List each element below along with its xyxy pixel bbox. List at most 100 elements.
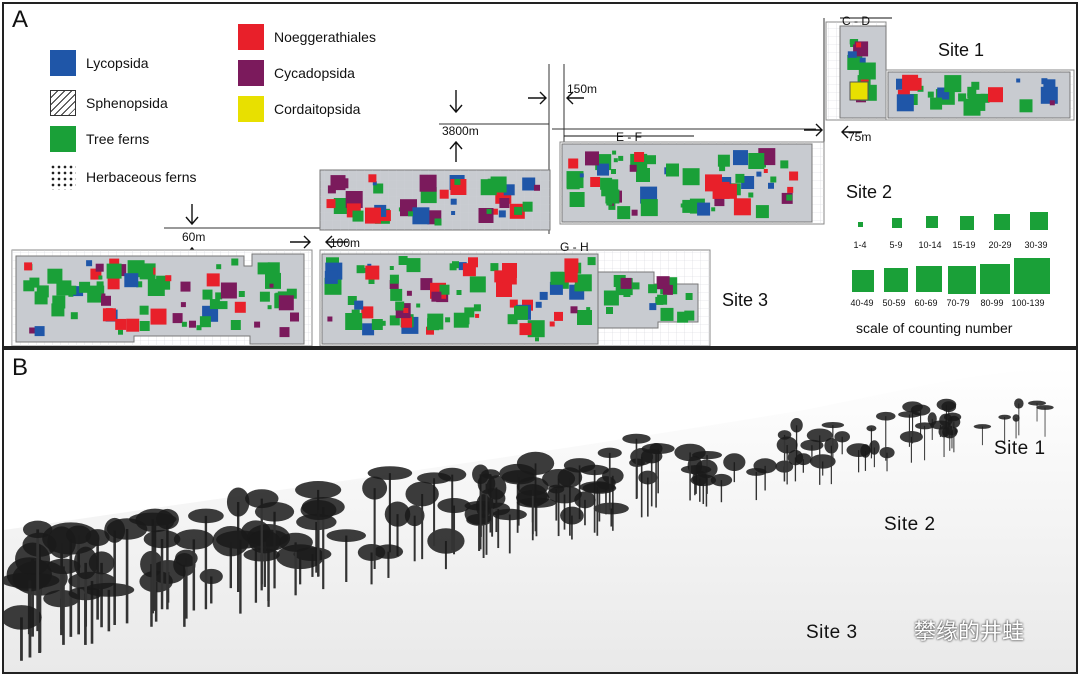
plant-symbol	[456, 290, 462, 295]
scale-caption: scale of counting number	[856, 320, 1013, 336]
plant-symbol	[789, 171, 799, 181]
plant-symbol	[267, 262, 280, 275]
plant-symbol	[539, 291, 548, 300]
tree-crown	[1014, 398, 1024, 409]
watermark-text: 攀缘的井蛙	[914, 619, 1025, 644]
plant-symbol	[522, 177, 536, 191]
plant-symbol	[439, 284, 450, 295]
panel-a-label: A	[12, 6, 29, 33]
site-maps	[11, 17, 1075, 346]
tree-crown	[846, 443, 871, 458]
plant-symbol	[577, 310, 592, 325]
plant-symbol	[416, 303, 421, 308]
plant-symbol	[47, 268, 63, 284]
plant-symbol	[426, 326, 434, 335]
tree-ferns-swatch	[50, 126, 76, 152]
scale-tick-12: 100-139	[1011, 298, 1045, 308]
plant-symbol	[763, 169, 768, 173]
plant-symbol	[451, 211, 456, 215]
plant-symbol	[587, 257, 596, 266]
plant-symbol	[535, 337, 539, 342]
plant-symbol	[36, 285, 49, 298]
plant-symbol	[389, 280, 399, 289]
legend-cordaitopsida-label: Cordaitopsida	[274, 101, 361, 117]
plant-symbol	[408, 211, 413, 217]
plant-symbol	[23, 280, 35, 292]
legend-herbaceous-ferns-label: Herbaceous ferns	[86, 169, 197, 185]
tree-crown	[641, 448, 663, 464]
tree-crown	[477, 473, 496, 494]
dim-75m: 75m	[848, 130, 872, 144]
plant-symbol	[324, 270, 338, 284]
plant-symbol	[519, 323, 532, 336]
scale-tick-6: 30-39	[1024, 240, 1048, 250]
plant-symbol	[412, 207, 430, 225]
plant-symbol	[180, 302, 186, 308]
plant-symbol	[549, 321, 555, 327]
plant-symbol	[564, 258, 579, 273]
plant-symbol	[354, 300, 364, 310]
plant-symbol	[368, 174, 377, 183]
plant-symbol	[29, 327, 36, 334]
scale-square	[916, 266, 942, 292]
plant-symbol	[434, 218, 442, 226]
plant-symbol	[269, 283, 274, 288]
tree-crown	[915, 422, 935, 430]
plant-symbol	[373, 183, 384, 194]
plant-symbol	[142, 266, 154, 278]
tree-crown	[941, 401, 957, 413]
tree-crown	[622, 433, 651, 444]
tree-crown	[295, 481, 342, 499]
tree-crown	[4, 572, 60, 589]
site-3-label: Site 3	[722, 290, 769, 310]
plant-symbol	[612, 150, 617, 155]
lycopsida-swatch	[50, 50, 76, 76]
tree-crown	[73, 546, 98, 580]
plant-symbol	[419, 174, 437, 192]
plant-symbol	[714, 196, 725, 207]
tree-crown	[367, 466, 413, 481]
legend-tree-ferns-label: Tree ferns	[86, 131, 150, 147]
dim-g-h: G - H	[560, 240, 589, 254]
scale-square	[858, 222, 863, 227]
plant-symbol	[180, 281, 191, 292]
plant-symbol	[606, 307, 613, 314]
legend-sphenopsida-label: Sphenopsida	[86, 95, 168, 111]
plant-symbol	[450, 198, 457, 205]
plant-symbol	[139, 305, 149, 315]
plant-symbol	[787, 186, 794, 193]
tree-crown	[516, 497, 557, 508]
plant-symbol	[502, 263, 517, 278]
plant-symbol	[535, 301, 542, 308]
plant-symbol	[613, 158, 618, 163]
tree-crown	[1028, 400, 1046, 406]
plant-symbol	[618, 155, 624, 161]
plant-symbol	[406, 258, 421, 273]
plant-symbol	[136, 281, 143, 288]
plant-symbol	[189, 320, 196, 328]
tree-crown	[248, 530, 281, 554]
plant-symbol	[527, 320, 545, 338]
plant-symbol	[570, 306, 578, 314]
plant-symbol	[768, 182, 774, 189]
tree-crown	[46, 558, 81, 575]
plant-symbol	[590, 177, 601, 187]
plant-symbol	[118, 329, 123, 335]
plant-symbol	[634, 152, 645, 162]
plant-symbol	[234, 301, 246, 313]
plant-symbol	[770, 176, 777, 183]
scale-tick-2: 5-9	[889, 240, 903, 250]
plant-symbol	[496, 281, 512, 297]
plant-symbol	[469, 276, 486, 293]
panel-a: A Lycopsida Sphenopsida Tree ferns Herba…	[2, 2, 1078, 348]
tree-crown	[1012, 414, 1020, 422]
tree-crown	[492, 508, 527, 521]
plant-symbol	[347, 296, 357, 305]
legend-lycopsida: Lycopsida	[50, 50, 149, 76]
plant-symbol	[579, 173, 584, 178]
legend-sphenopsida: Sphenopsida	[50, 90, 168, 116]
plant-symbol	[498, 210, 506, 218]
sphenopsida-swatch	[50, 90, 76, 116]
scale-square	[884, 268, 908, 292]
plant-symbol	[389, 315, 400, 326]
